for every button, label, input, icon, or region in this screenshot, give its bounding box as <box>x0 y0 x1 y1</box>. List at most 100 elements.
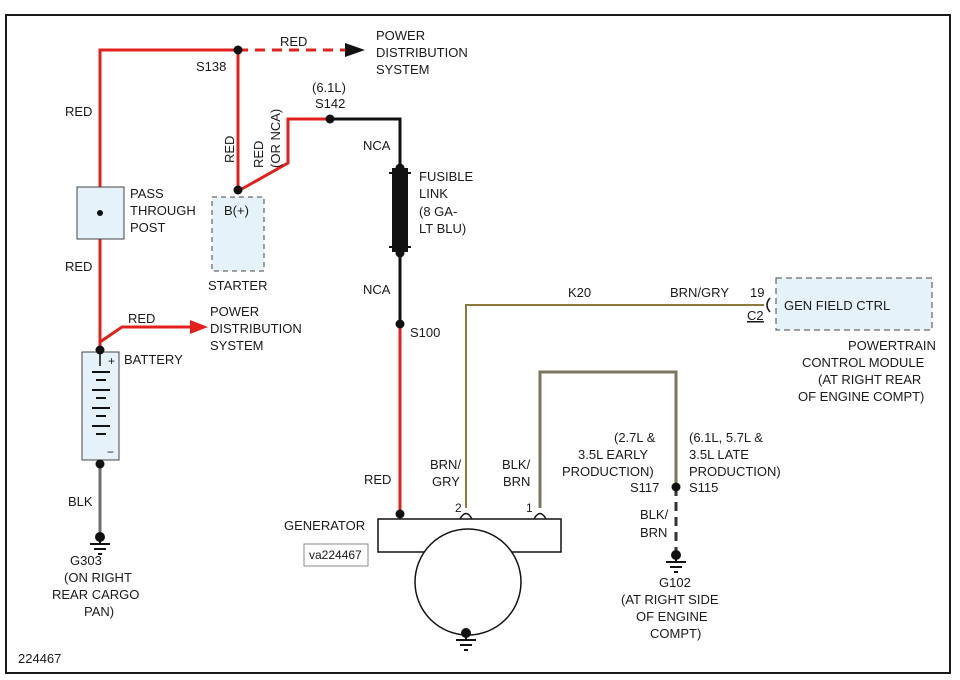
wire-nca-upper <box>330 117 402 168</box>
note-late-1: (6.1L, 5.7L & <box>689 430 763 445</box>
splice-s142-dot <box>325 114 335 124</box>
g102-line1: G102 <box>659 575 691 590</box>
fusible-bottom-dot <box>395 248 405 258</box>
label-brn-gry-gen-1: BRN/ <box>430 457 461 472</box>
note-late-2: 3.5L LATE <box>689 447 749 462</box>
label-s138: S138 <box>196 59 226 74</box>
wire-brn-gry <box>465 304 764 508</box>
pass-through-line1: PASS <box>130 186 164 201</box>
generator-label: GENERATOR <box>284 518 365 533</box>
fusible-top-dot <box>395 163 405 173</box>
note-early-1: (2.7L & <box>614 430 656 445</box>
pcm-line4: OF ENGINE COMPT) <box>798 389 924 404</box>
pcm-box <box>775 277 933 331</box>
ground-g102 <box>666 550 686 573</box>
g102-line2: (AT RIGHT SIDE <box>621 592 719 607</box>
pds-battery-line3: SYSTEM <box>210 338 263 353</box>
label-k20: K20 <box>568 285 591 300</box>
splice-s100-dot <box>395 319 405 329</box>
pds-top-line1: POWER <box>376 28 425 43</box>
fusible-link-line4: LT BLU) <box>419 221 466 236</box>
pds-top-line2: DISTRIBUTION <box>376 45 468 60</box>
label-s117: S117 <box>630 480 659 495</box>
fusible-link <box>392 168 408 252</box>
label-red-or-nca-2: (OR NCA) <box>268 109 283 168</box>
wire-red-or-nca <box>239 117 330 192</box>
g102-line3: OF ENGINE <box>636 609 708 624</box>
pcm-line2: CONTROL MODULE <box>802 355 925 370</box>
g303-line3: REAR CARGO <box>52 587 139 602</box>
g102-line4: COMPT) <box>650 626 701 641</box>
ground-g303 <box>90 532 110 555</box>
wire-red-battery-branch <box>99 325 190 344</box>
pass-through-line2: THROUGH <box>130 203 196 218</box>
label-red-starter-vertical: RED <box>222 136 237 163</box>
label-blk-brn-ground-2: BRN <box>640 525 667 540</box>
image-tag-label: va224467 <box>309 548 362 562</box>
label-s142-note: (6.1L) <box>312 80 346 95</box>
label-red-or-nca-1: RED <box>251 141 266 168</box>
arrow-to-pds-top <box>345 43 365 57</box>
arrow-to-pds-battery <box>190 320 208 334</box>
generator-terminal-1 <box>533 512 547 520</box>
label-s100: S100 <box>410 325 440 340</box>
diagram-id: 224467 <box>18 651 61 666</box>
pds-battery-line1: POWER <box>210 304 259 319</box>
pcm-connector-c2: C2 <box>747 308 764 323</box>
pds-top-line3: SYSTEM <box>376 62 429 77</box>
generator-pin-2: 2 <box>455 501 462 515</box>
label-blk-battery: BLK <box>68 494 93 509</box>
generator-pin-1: 1 <box>526 501 533 515</box>
note-late-3: PRODUCTION) <box>689 464 781 479</box>
image-tag-box <box>303 543 369 567</box>
generator-b-dot <box>395 509 405 519</box>
label-nca-upper: NCA <box>363 138 391 153</box>
label-nca-lower: NCA <box>363 282 391 297</box>
pcm-pin-19: 19 <box>750 285 764 300</box>
label-red-left-upper: RED <box>65 104 92 119</box>
starter-terminal-dot <box>233 185 243 195</box>
label-blk-brn-gen-1: BLK/ <box>502 457 531 472</box>
pcm-line3: (AT RIGHT REAR <box>818 372 921 387</box>
battery-minus: − <box>107 445 114 459</box>
g303-line4: PAN) <box>84 604 114 619</box>
battery-cells <box>92 371 110 435</box>
wire-red-main <box>98 48 238 352</box>
label-red-top: RED <box>280 34 307 49</box>
fusible-link-line1: FUSIBLE <box>419 169 474 184</box>
pass-through-dot <box>97 210 103 216</box>
splice-s138-dot <box>233 45 243 55</box>
pds-battery-line2: DISTRIBUTION <box>210 321 302 336</box>
note-early-2: 3.5L EARLY <box>578 447 648 462</box>
label-s142: S142 <box>315 96 345 111</box>
starter-label: STARTER <box>208 278 267 293</box>
label-brn-gry-gen-2: GRY <box>432 474 460 489</box>
gen-field-ctrl-label: GEN FIELD CTRL <box>784 298 890 313</box>
label-red-generator: RED <box>364 472 391 487</box>
label-blk-brn-gen-2: BRN <box>503 474 530 489</box>
battery-box <box>81 351 120 461</box>
starter-terminal-label: B(+) <box>224 203 249 218</box>
fusible-link-line2: LINK <box>419 186 448 201</box>
pcm-line1: POWERTRAIN <box>848 338 936 353</box>
wire-blk-brn <box>538 370 678 508</box>
label-s115: S115 <box>689 480 718 495</box>
label-blk-brn-ground-1: BLK/ <box>640 507 669 522</box>
battery-label: BATTERY <box>124 352 183 367</box>
ground-generator <box>456 628 476 651</box>
fusible-link-line3: (8 GA- <box>419 204 457 219</box>
label-brn-gry-top: BRN/GRY <box>670 285 729 300</box>
label-red-left-lower: RED <box>65 259 92 274</box>
pass-through-line3: POST <box>130 220 165 235</box>
fusible-link-stripes <box>389 172 411 248</box>
battery-plus: + <box>108 354 115 368</box>
battery-neg-dot <box>95 459 105 469</box>
generator-terminal-2 <box>459 512 473 520</box>
starter-box <box>211 196 265 272</box>
splice-s117-dot <box>671 482 681 492</box>
pcm-pin-arc <box>766 297 771 313</box>
generator-rotor <box>414 528 522 636</box>
g303-line2: (ON RIGHT <box>64 570 132 585</box>
diagram-frame <box>5 14 951 674</box>
